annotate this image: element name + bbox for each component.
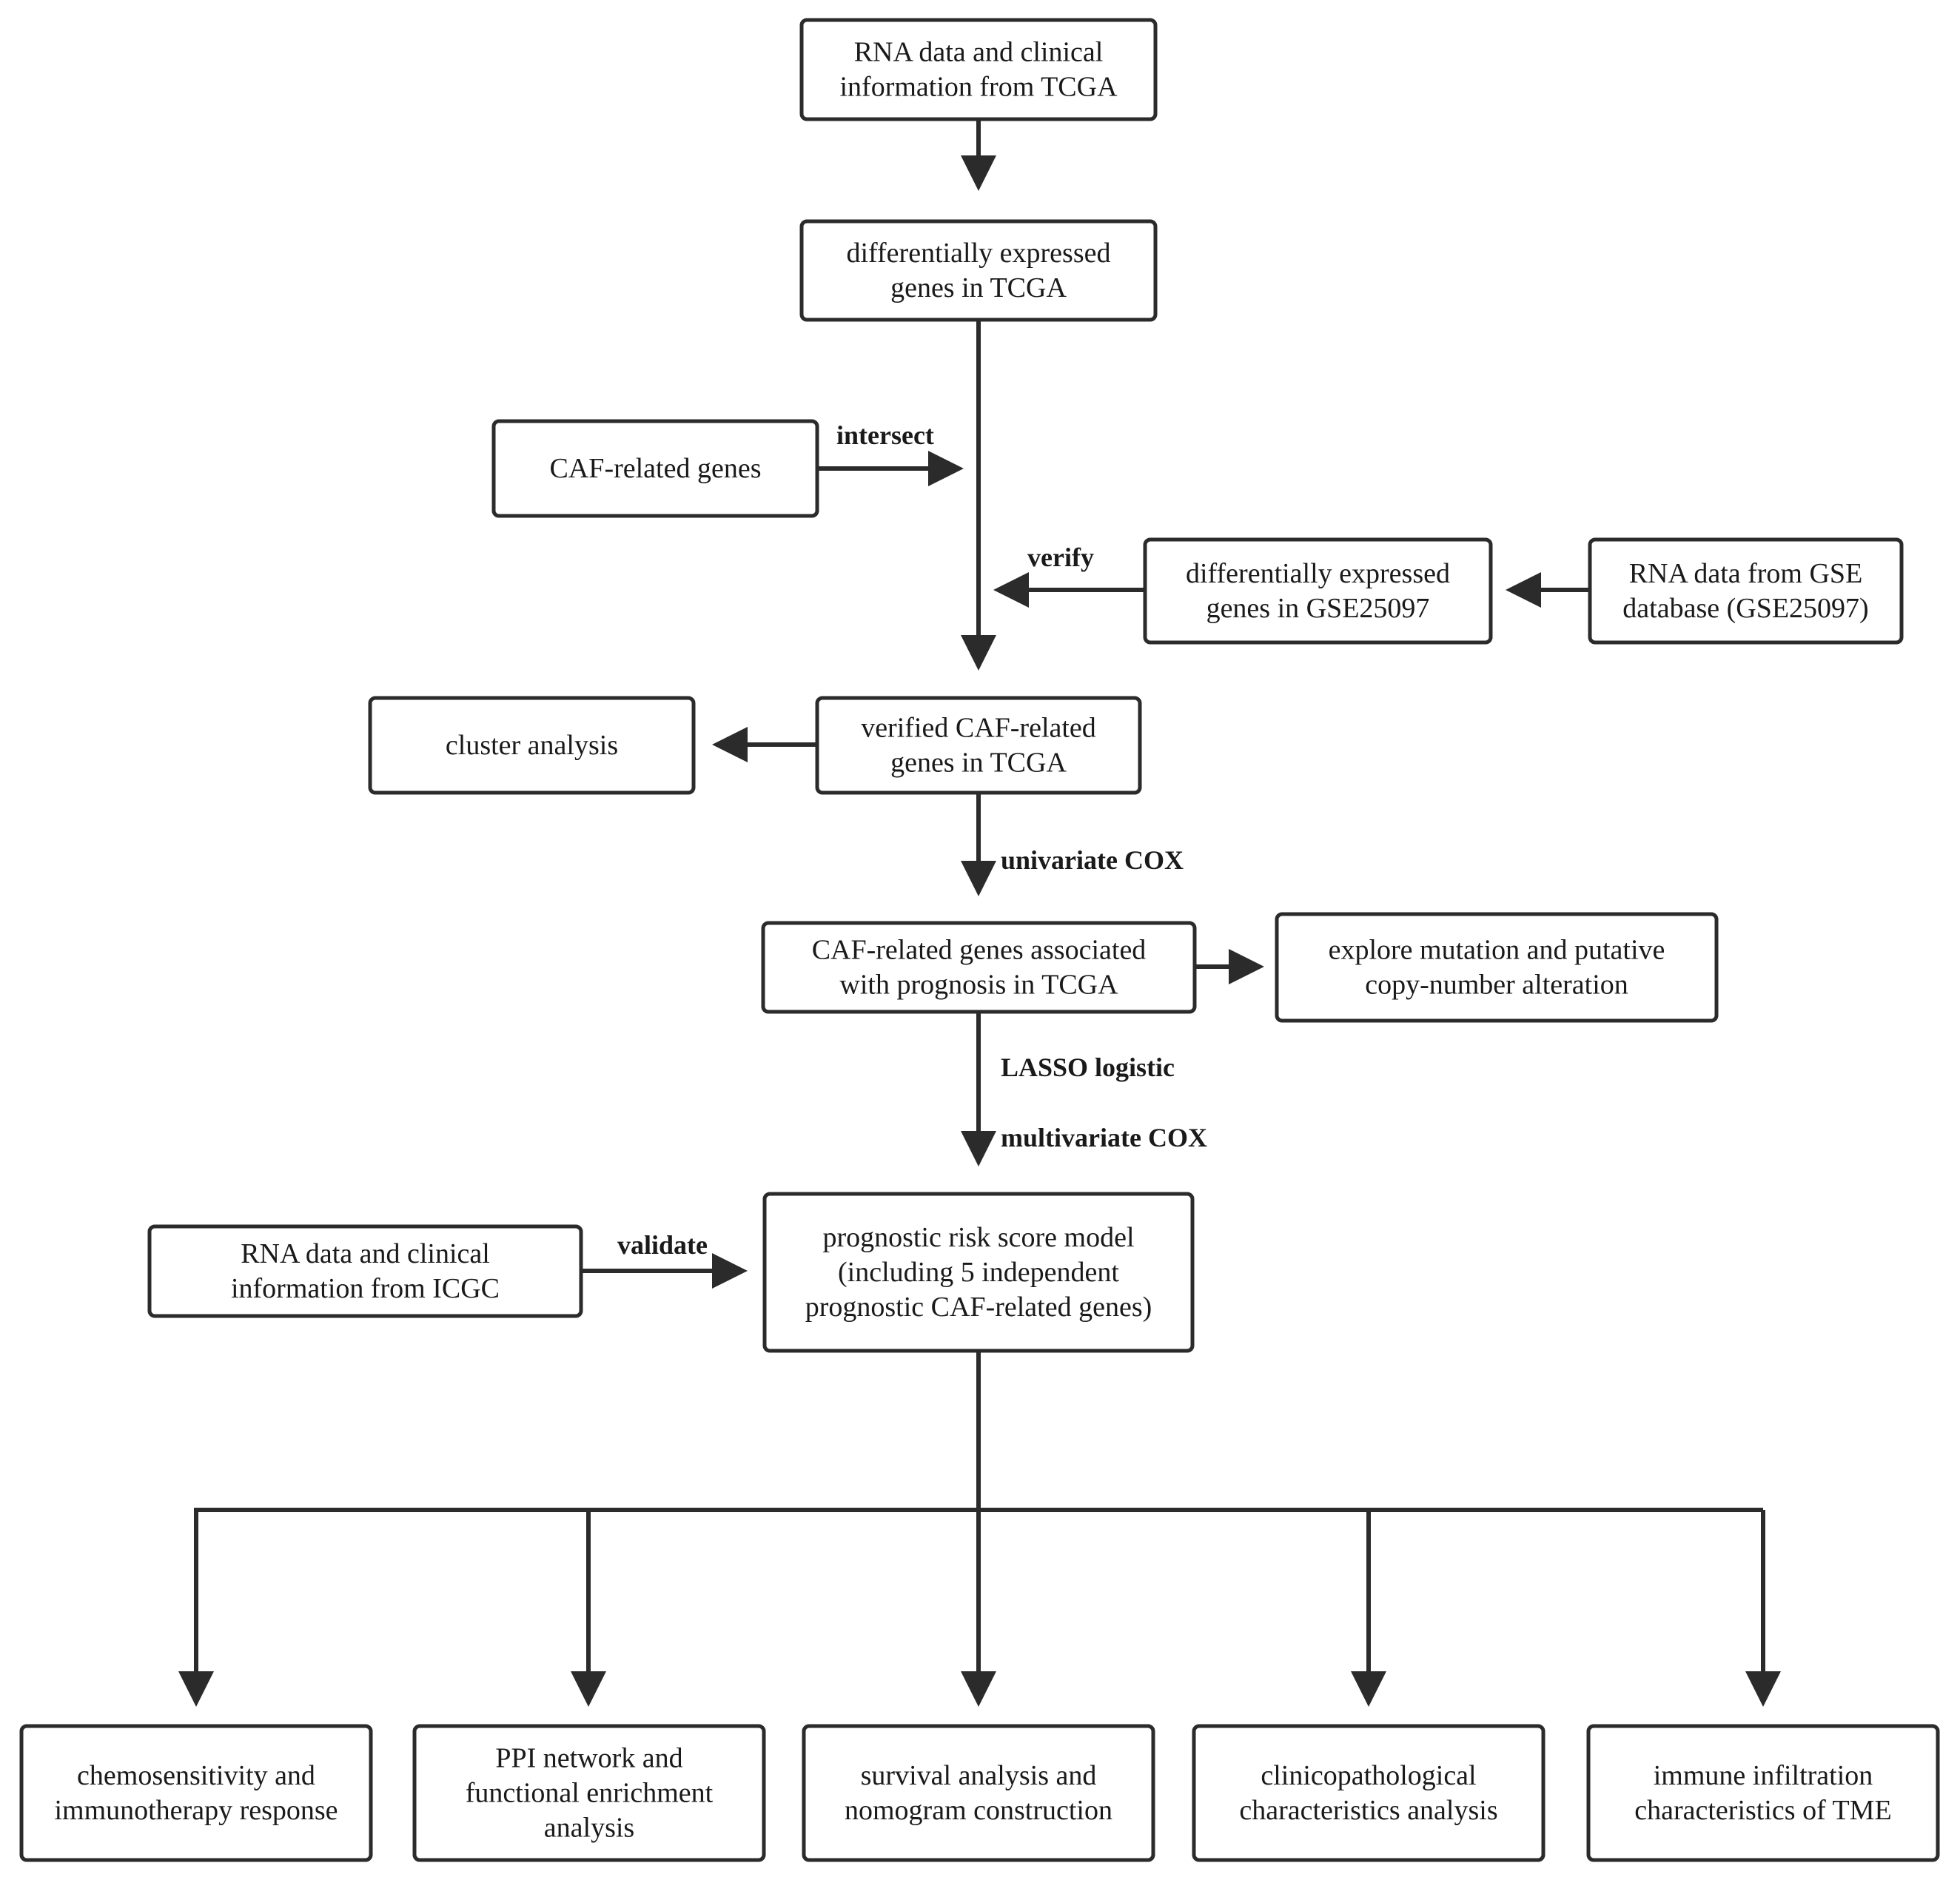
node-text-line: analysis <box>544 1813 634 1844</box>
node-caf-related-genes: CAF-related genes <box>491 419 819 518</box>
node-text-line: PPI network and <box>495 1743 682 1774</box>
node-text-line: functional enrichment <box>466 1778 714 1809</box>
edge-labels: intersect verify univariate COX LASSO lo… <box>617 420 1207 1260</box>
node-survival-nomogram: survival analysis and nomogram constructi… <box>802 1724 1155 1862</box>
node-text-line: immune infiltration <box>1654 1760 1873 1791</box>
node-text-line: copy-number alteration <box>1365 970 1628 1001</box>
node-text-line: chemosensitivity and <box>77 1760 315 1791</box>
node-text-line: cluster analysis <box>446 730 618 761</box>
node-text-line: genes in GSE25097 <box>1206 593 1430 624</box>
node-prognosis-caf: CAF-related genes associated with prognos… <box>761 921 1197 1014</box>
node-text-line: prognostic risk score model <box>822 1222 1134 1253</box>
node-text-line: verified CAF-related <box>861 713 1096 744</box>
nodes: RNA data and clinical information from TC… <box>19 18 1940 1862</box>
node-mutation-cna: explore mutation and putative copy-number… <box>1275 912 1719 1023</box>
node-text-line: immunotherapy response <box>54 1795 338 1826</box>
node-text-line: CAF-related genes <box>550 453 762 484</box>
node-text-line: with prognosis in TCGA <box>839 970 1118 1001</box>
node-text-line: clinicopathological <box>1261 1760 1476 1791</box>
node-gse-deg: differentially expressed genes in GSE2509… <box>1143 537 1493 645</box>
node-text-line: RNA data and clinical <box>241 1238 490 1269</box>
node-text-line: survival analysis and <box>861 1760 1097 1791</box>
node-text-line: information from TCGA <box>839 72 1118 103</box>
node-cluster-analysis: cluster analysis <box>368 696 696 795</box>
node-text-line: RNA data from GSE <box>1629 558 1863 589</box>
node-icgc-rna: RNA data and clinical information from IC… <box>147 1224 583 1318</box>
label-multivariate-cox: multivariate COX <box>1001 1123 1207 1152</box>
label-verify: verify <box>1027 543 1094 572</box>
node-text-line: characteristics analysis <box>1239 1795 1497 1826</box>
node-text-line: characteristics of TME <box>1634 1795 1892 1826</box>
label-univariate-cox: univariate COX <box>1001 845 1184 875</box>
node-clinicopathological: clinicopathological characteristics analy… <box>1192 1724 1545 1862</box>
edges <box>178 119 1781 1707</box>
node-immune-infiltration: immune infiltration characteristics of TM… <box>1586 1724 1940 1862</box>
node-text-line: information from ICGC <box>231 1273 500 1304</box>
node-text-line: database (GSE25097) <box>1622 593 1868 624</box>
node-gse-rna: RNA data from GSE database (GSE25097) <box>1588 537 1904 645</box>
node-text-line: differentially expressed <box>847 238 1111 269</box>
label-lasso-logistic: LASSO logistic <box>1001 1053 1175 1082</box>
node-risk-score-model: prognostic risk score model (including 5 … <box>762 1192 1195 1353</box>
node-ppi-network: PPI network and functional enrichment anal… <box>412 1724 766 1862</box>
node-text-line: genes in TCGA <box>890 748 1067 779</box>
node-chemosensitivity: chemosensitivity and immunotherapy respon… <box>19 1724 373 1862</box>
node-verified-caf: verified CAF-related genes in TCGA <box>815 696 1142 795</box>
node-text-line: genes in TCGA <box>890 272 1067 303</box>
node-tcga-rna: RNA data and clinical information from TC… <box>799 18 1158 121</box>
label-intersect: intersect <box>836 420 934 450</box>
node-text-line: (including 5 independent <box>838 1257 1119 1288</box>
node-text-line: explore mutation and putative <box>1329 935 1665 966</box>
label-validate: validate <box>617 1230 708 1260</box>
node-text-line: prognostic CAF-related genes) <box>805 1292 1152 1323</box>
node-text-line: RNA data and clinical <box>854 37 1104 68</box>
node-text-line: differentially expressed <box>1186 558 1450 589</box>
node-text-line: nomogram construction <box>845 1795 1112 1826</box>
node-text-line: CAF-related genes associated <box>812 935 1147 966</box>
